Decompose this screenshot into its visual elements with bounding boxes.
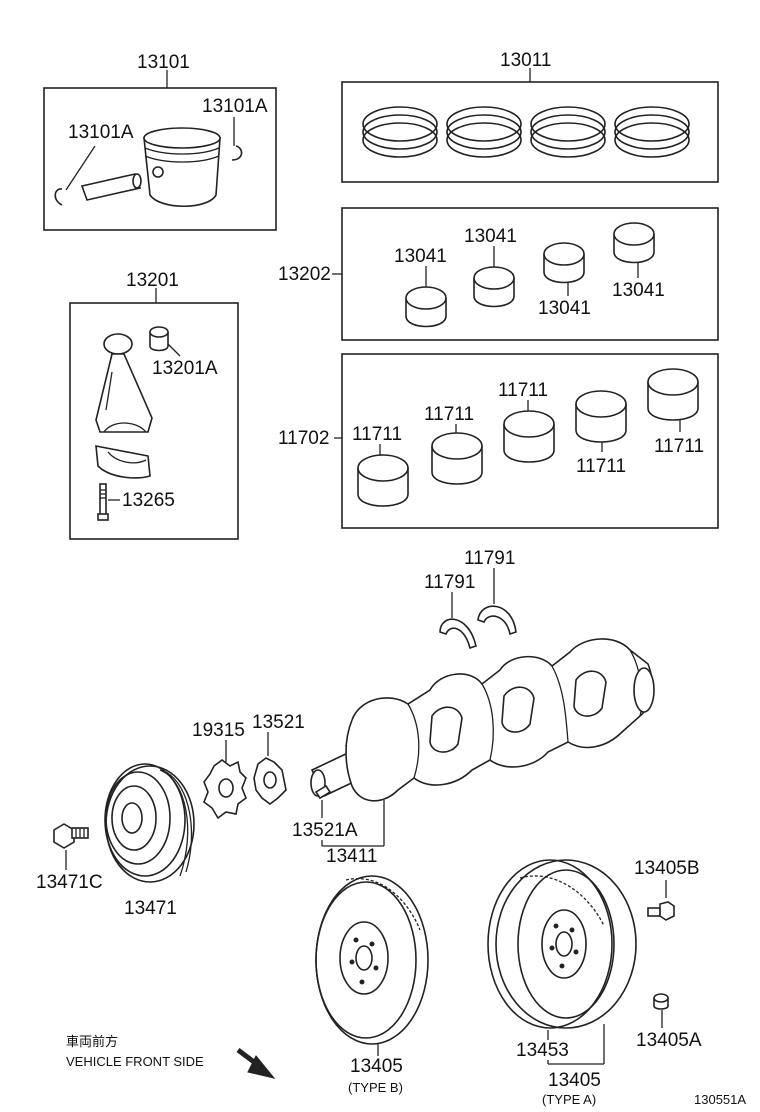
label-13041-1[interactable]: 13041 — [394, 246, 447, 267]
main-bearing-2[interactable] — [431, 432, 483, 485]
label-13521a[interactable]: 13521A — [292, 820, 358, 841]
ring-set-3[interactable] — [530, 106, 606, 158]
label-13405a[interactable]: 13405A — [636, 1030, 702, 1051]
crank-key[interactable] — [314, 784, 332, 800]
ring-set-4[interactable] — [614, 106, 690, 158]
flywheel-type-a[interactable] — [487, 859, 637, 1029]
connecting-rod[interactable] — [95, 333, 153, 433]
main-bearing-3[interactable] — [503, 410, 555, 463]
snap-ring-left[interactable] — [54, 188, 63, 206]
ring-set-2[interactable] — [446, 106, 522, 158]
snap-ring-right[interactable] — [231, 145, 243, 161]
flywheel-type-b-group: 13405 (TYPE B) — [315, 875, 429, 1095]
label-11791-left[interactable]: 11791 — [424, 572, 475, 593]
label-13405b[interactable]: 13405B — [634, 858, 700, 879]
main-bearing-group: 11702 11711 11711 11711 11711 11711 — [278, 353, 719, 529]
ring-box — [341, 81, 719, 183]
ring-set-1[interactable] — [362, 106, 438, 158]
knock-pin[interactable] — [653, 993, 669, 1010]
flywheel-fastener-group: 13405B 13405A — [634, 858, 702, 1051]
label-13453[interactable]: 13453 — [516, 1040, 569, 1061]
flywheel-type-a-group: 13453 13405 (TYPE A) — [487, 859, 637, 1107]
label-13202[interactable]: 13202 — [278, 264, 331, 285]
label-13041-4[interactable]: 13041 — [612, 280, 665, 301]
piston-ring-group: 13011 — [341, 50, 719, 183]
label-13101a-right[interactable]: 13101A — [202, 96, 268, 117]
conrod-bearing-box — [341, 207, 719, 341]
label-13521[interactable]: 13521 — [252, 712, 305, 733]
label-type-b: (TYPE B) — [348, 1080, 403, 1095]
label-13041-3[interactable]: 13041 — [538, 298, 591, 319]
diagram-code: 130551A — [694, 1092, 746, 1107]
flywheel-type-b[interactable] — [315, 875, 429, 1045]
label-13101a-left[interactable]: 13101A — [68, 122, 134, 143]
main-bearing-1[interactable] — [357, 454, 409, 507]
crank-pulley-group: 13471 13471C — [36, 763, 195, 919]
label-11711-2[interactable]: 11711 — [424, 404, 474, 425]
pulley-bolt[interactable] — [53, 823, 89, 849]
label-13011[interactable]: 13011 — [500, 50, 551, 71]
rod-bolt[interactable] — [97, 483, 109, 521]
label-13101[interactable]: 13101 — [137, 52, 190, 73]
conrod-bearing-2[interactable] — [473, 266, 515, 308]
thrust-washer-left[interactable] — [439, 618, 477, 650]
crankshaft-group: 13521A 13411 — [292, 638, 655, 867]
label-13265[interactable]: 13265 — [122, 490, 175, 511]
conrod-bearing-3[interactable] — [543, 242, 585, 284]
label-type-a: (TYPE A) — [542, 1092, 596, 1107]
label-13041-2[interactable]: 13041 — [464, 226, 517, 247]
crankshaft[interactable] — [310, 638, 655, 802]
label-13405-type-a[interactable]: 13405 — [548, 1070, 601, 1091]
label-13201a[interactable]: 13201A — [152, 358, 218, 379]
main-bearing-4[interactable] — [575, 390, 627, 443]
piston-box — [43, 87, 277, 231]
main-bearing-5[interactable] — [647, 368, 699, 421]
label-13471c[interactable]: 13471C — [36, 872, 103, 893]
oil-pump-sprocket[interactable] — [203, 759, 247, 820]
rod-cap[interactable] — [95, 445, 151, 479]
thrust-washer-right[interactable] — [477, 605, 517, 636]
conrod-bearing-1[interactable] — [405, 286, 447, 328]
label-13201[interactable]: 13201 — [126, 270, 179, 291]
piston-pin[interactable] — [80, 173, 142, 201]
arrow-down-right-icon — [236, 1048, 276, 1079]
main-bearing-box — [341, 353, 719, 529]
label-13405-type-b[interactable]: 13405 — [350, 1056, 403, 1077]
vehicle-front-note: 車両前方 VEHICLE FRONT SIDE — [66, 1034, 276, 1079]
crank-timing-sprocket[interactable] — [253, 757, 287, 805]
connecting-rod-group: 13201 13201A 13265 — [69, 270, 239, 540]
label-11791-top[interactable]: 11791 — [464, 548, 515, 569]
label-13471[interactable]: 13471 — [124, 898, 177, 919]
label-11711-5[interactable]: 11711 — [654, 436, 704, 457]
conrod-bearing-group: 13202 13041 13041 13041 13041 — [278, 207, 719, 341]
sprocket-group: 19315 13521 — [192, 712, 305, 820]
flywheel-bolt[interactable] — [647, 901, 675, 921]
bushing[interactable] — [149, 326, 169, 352]
piston[interactable] — [143, 127, 221, 208]
label-11702[interactable]: 11702 — [278, 428, 329, 449]
label-11711-3[interactable]: 11711 — [498, 380, 548, 401]
piston-group: 13101 13101A 13101A — [43, 52, 277, 231]
connecting-rod-box — [69, 302, 239, 540]
front-note-japanese: 車両前方 — [66, 1034, 118, 1049]
label-11711-4[interactable]: 11711 — [576, 456, 626, 477]
label-11711-1[interactable]: 11711 — [352, 424, 402, 445]
front-note-english: VEHICLE FRONT SIDE — [66, 1054, 204, 1069]
label-13411[interactable]: 13411 — [326, 846, 377, 867]
label-19315[interactable]: 19315 — [192, 720, 245, 741]
thrust-washer-group: 11791 11791 — [424, 548, 517, 650]
crank-pulley[interactable] — [104, 763, 195, 883]
conrod-bearing-4[interactable] — [613, 222, 655, 264]
